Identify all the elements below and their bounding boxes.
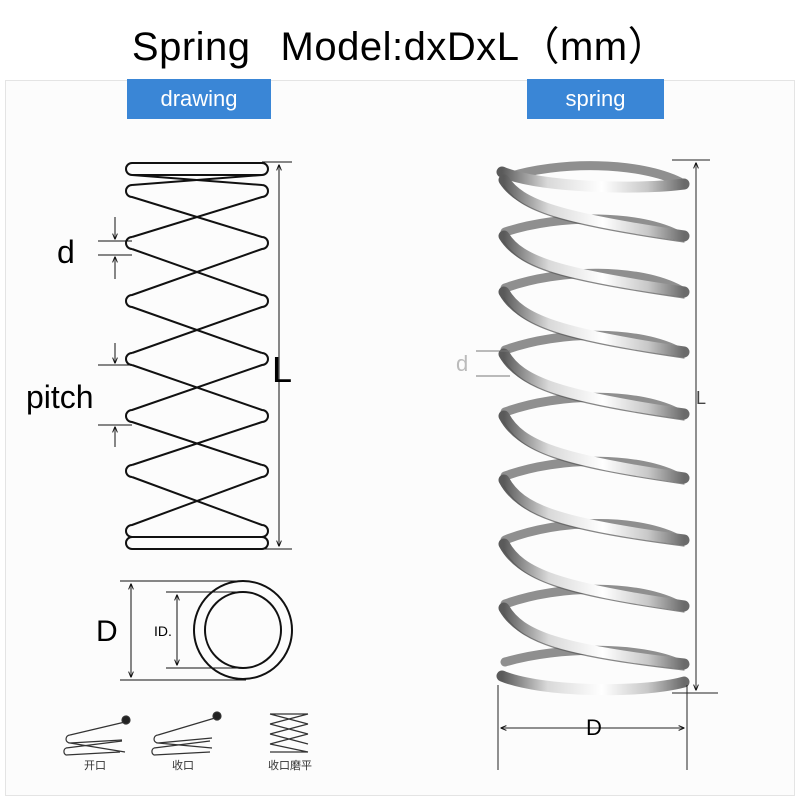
end-type-closed-label: 收口 [172,760,194,772]
photo-dimension-d [476,350,510,377]
photo-label-D: D [586,715,602,740]
label-L: L [272,349,293,390]
dimension-L [262,161,292,550]
photo-dimension-L [672,159,718,694]
title-spring: Spring [131,25,251,69]
photo-label-L: L [696,388,707,408]
end-type-closed-ground-label: 收口磨平 [268,760,312,772]
page-title: Spring Model:dxDxL（mm） [0,14,800,72]
label-D: D [96,615,118,648]
end-type-open-label: 开口 [84,760,106,772]
label-d: d [57,234,75,270]
photo-dimension-D [497,685,688,770]
spring-line-drawing [125,162,269,550]
spring-end-view [120,580,293,681]
tab-drawing: drawing [127,79,271,119]
end-type-closed-ground-icon [269,713,309,753]
tab-spring: spring [527,79,664,119]
photo-label-d: d [456,351,469,376]
dimension-d [98,217,132,279]
title-model: Model:dxDxL（mm） [280,25,669,69]
label-pitch: pitch [26,379,94,415]
spring-photo [496,161,690,696]
dimension-pitch [98,343,132,447]
label-ID: ID. [154,623,172,639]
end-type-closed-icon [151,711,222,756]
end-type-open-icon [63,715,131,756]
